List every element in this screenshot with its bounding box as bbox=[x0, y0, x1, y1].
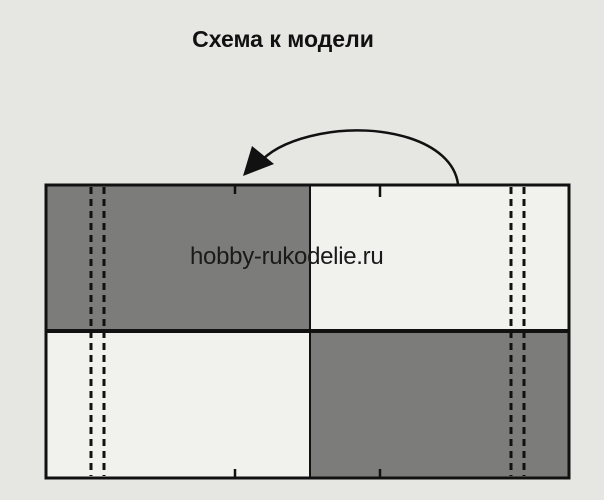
bottom-right-shaded-panel bbox=[310, 331, 569, 478]
diagram-title: Схема к модели bbox=[192, 26, 374, 52]
top-left-shaded-panel bbox=[46, 185, 310, 331]
fold-arrow-curve bbox=[261, 129, 460, 185]
fold-arrow-head-icon bbox=[243, 146, 274, 176]
bottom-left-white-panel bbox=[46, 331, 310, 478]
top-right-white-panel bbox=[310, 185, 569, 331]
watermark-text: hobby-rukodelie.ru bbox=[190, 243, 384, 270]
